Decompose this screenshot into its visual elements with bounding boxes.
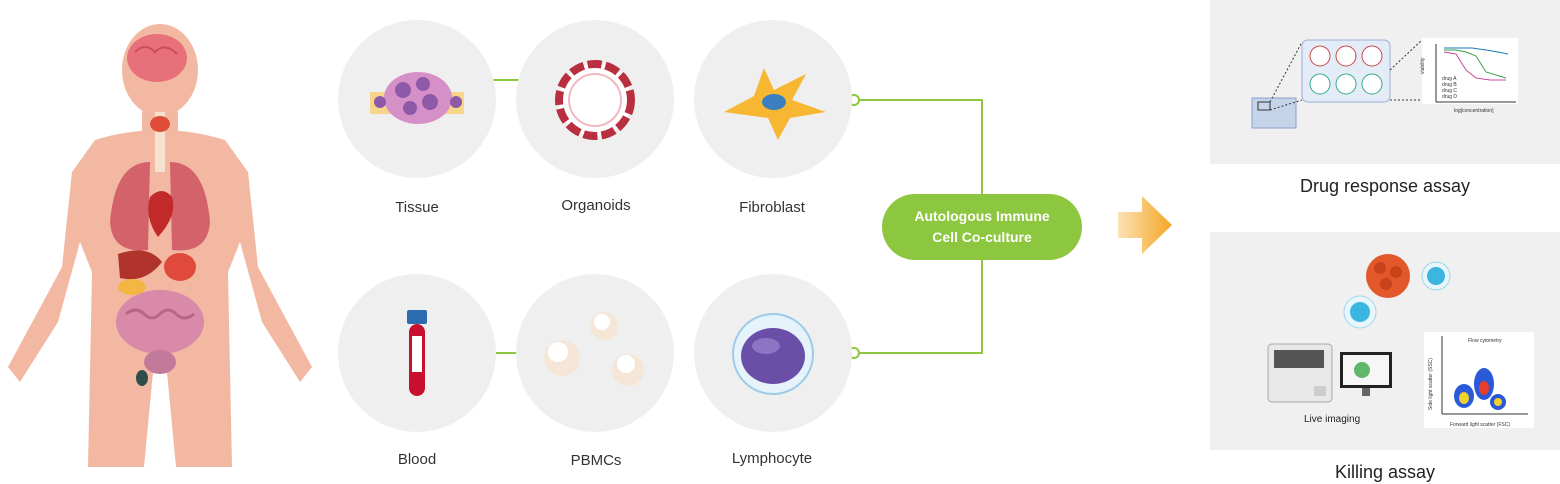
- lymphocyte-label: Lymphocyte: [731, 450, 813, 467]
- tissue-label: Tissue: [395, 199, 439, 216]
- trachea-icon: [155, 112, 165, 172]
- flow-cytometry-chart: Flow cytometry Side light scatter (SSC) …: [1424, 332, 1534, 428]
- monitor-icon: [1340, 352, 1392, 396]
- flow-ylabel: Side light scatter (SSC): [1428, 358, 1434, 410]
- tissue-icon: [370, 72, 464, 124]
- coculture-line1: Autologous Immune: [914, 208, 1050, 224]
- flow-xlabel: Forward light scatter (FSC): [1450, 422, 1510, 428]
- dose-response-chart: viability log[concentration] drug A drug…: [1420, 38, 1518, 114]
- fibroblast-label: Fibroblast: [739, 199, 805, 216]
- fibroblast-coculture-connector: [858, 99, 983, 194]
- arrow-right-icon: [1118, 196, 1172, 254]
- coculture-badge: Autologous Immune Cell Co-culture: [882, 194, 1082, 260]
- killing-assay-figure: Live imaging Flow cytometry Side light s…: [1267, 254, 1534, 428]
- drug-legend-c: drug C: [1442, 88, 1457, 94]
- drug-response-title: Drug response assay: [1299, 176, 1471, 196]
- thyroid-icon: [150, 116, 170, 132]
- drug-legend-d: drug D: [1442, 94, 1457, 100]
- intestines-icon: [116, 290, 204, 374]
- pbmcs-label: PBMCs: [570, 452, 622, 469]
- fibroblast-icon: [724, 68, 826, 140]
- imaging-machine-icon: [1267, 343, 1333, 403]
- human-body-illustration: [8, 24, 312, 467]
- killing-assay-panel: Live imaging Flow cytometry Side light s…: [1210, 232, 1560, 450]
- coculture-line2: Cell Co-culture: [932, 229, 1032, 245]
- organoids-node: [516, 20, 674, 178]
- brain-icon: [127, 34, 187, 82]
- tumor-cell-icon: [1366, 254, 1410, 298]
- organoid-icon: [555, 60, 635, 140]
- live-imaging-label: Live imaging: [1304, 414, 1360, 425]
- well-plate-icon: [1251, 41, 1303, 129]
- drug-legend-a: drug A: [1442, 76, 1457, 82]
- blood-label: Blood: [397, 451, 437, 468]
- organ-small-icon: [136, 370, 148, 386]
- fibroblast-node: [694, 20, 852, 178]
- tissue-node: [338, 20, 496, 178]
- drug-response-figure: viability log[concentration] drug A drug…: [1251, 38, 1518, 129]
- killing-assay-title: Killing assay: [1334, 462, 1436, 482]
- lymphocyte-icon: [732, 313, 814, 395]
- heart-icon: [148, 191, 174, 237]
- drug-response-panel: viability log[concentration] drug A drug…: [1210, 0, 1560, 164]
- pbmc-icon: [544, 312, 644, 386]
- pbmcs-node: [516, 274, 674, 432]
- immune-cell-icon: [1343, 261, 1451, 329]
- organoids-label: Organoids: [561, 197, 631, 214]
- liver-stomach-icon: [118, 250, 196, 295]
- drug-chart-xlabel: log[concentration]: [1454, 108, 1494, 114]
- lungs-icon: [110, 162, 210, 251]
- lymphocyte-node: [694, 274, 852, 432]
- flow-title: Flow cytometry: [1468, 338, 1502, 344]
- drug-chart-ylabel: viability: [1420, 57, 1426, 74]
- wells-zoom-icon: [1301, 39, 1423, 103]
- blood-tube-icon: [407, 310, 427, 396]
- lymphocyte-coculture-connector: [858, 260, 983, 354]
- blood-node: [338, 274, 496, 432]
- drug-legend-b: drug B: [1442, 82, 1457, 88]
